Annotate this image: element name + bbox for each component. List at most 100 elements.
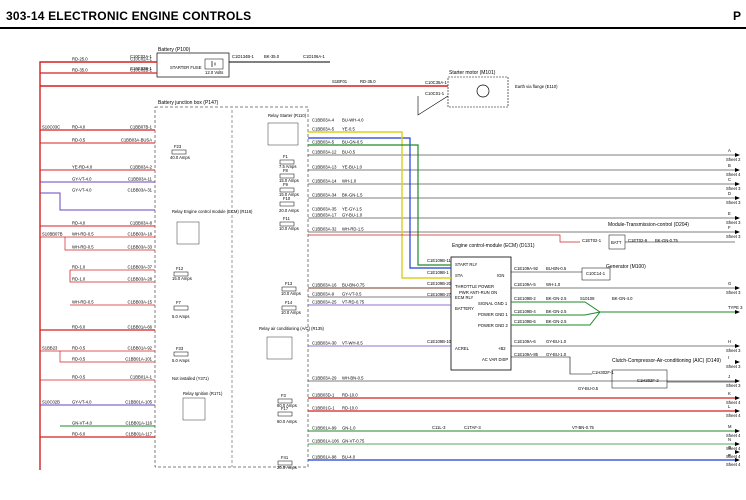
right-wire-15: RD-10.0 — [342, 393, 358, 398]
right-wire-5: WH-1.0 — [342, 179, 357, 184]
right-conn-13: C1BB03A-30 — [312, 341, 337, 346]
starter-motor-symbol — [476, 84, 490, 98]
fuse-f7-name: F7 — [176, 300, 182, 305]
fuse-labels: F23 40.0 Amps F1 7.5 Amps F8 15.0 Amps F… — [170, 144, 301, 470]
sheet-arrow-15 — [735, 450, 740, 454]
ecm-pin-0: START RLY — [455, 262, 477, 267]
wire-rd-28 — [69, 270, 155, 283]
sheet-num-9: Sheet 3 — [726, 364, 741, 369]
fuse-f8-name: F8 — [283, 168, 289, 173]
left-wire-14: RD-0.5 — [72, 346, 86, 351]
starter-earth: Earth via flange (E110) — [515, 84, 558, 89]
left-conn-0: C10C02A-1 — [130, 57, 153, 62]
sheet-letter-14: N — [728, 437, 731, 442]
sheet-arrow-9 — [735, 360, 740, 364]
battery: Battery (P100) STARTER FUSE 12.0 Volts C… — [130, 47, 326, 78]
relay-ac-title: Relay air conditioning (A/C) (R135) — [259, 326, 325, 331]
clutch-ac: Clutch-Compressor-Air-conditioning (AIC)… — [578, 358, 721, 391]
sheet-letter-5: F — [728, 225, 731, 230]
sheet-num-6: Sheet 3 — [726, 290, 741, 295]
left-wire-12: WH-RD-0.5 — [72, 300, 94, 305]
ecm-conn-10: C1E109A-6 — [514, 339, 536, 344]
relay-ecm: Relay Engine control module (ECM) (R116) — [172, 209, 253, 245]
wire-gy-vt-2 — [40, 192, 155, 211]
right-wire-7: YE-GY-1.5 — [342, 207, 363, 212]
fuse-f9-name: F9 — [283, 182, 289, 187]
tcm-short: BATT — [611, 240, 622, 245]
right-wire-19: BU-4.0 — [342, 455, 356, 460]
relay-ign-box — [182, 397, 206, 421]
sheet-arrow-6 — [735, 286, 740, 290]
generator: Generator (M100) C10C14-1 — [581, 264, 646, 281]
ecm-conn-6: C1E109B-2 — [514, 296, 536, 301]
sheet-arrow-10 — [735, 379, 740, 383]
battery-conn-2: C10C02B-1 — [130, 66, 153, 71]
right-conn-6: C1BB03A-34 — [312, 193, 337, 198]
right-wire-4: YE-BU-1.0 — [342, 165, 363, 170]
ecm-conn-12: S10108 — [580, 296, 595, 301]
ecm: Engine control-module (ECM) (D131) START… — [450, 243, 535, 371]
fuse-f3 — [277, 398, 293, 404]
ecm-wire-11: GY-BU-1.0 — [546, 352, 567, 357]
ecm-pin-11: +B2 — [498, 346, 506, 351]
relay-ignition: Relay Ignition (R171) — [182, 391, 223, 421]
fuse-f10 — [279, 201, 295, 207]
left-wire-16: RD-0.5 — [72, 375, 86, 380]
right-wire-11: GY-VT-0.5 — [342, 292, 362, 297]
ecm-pin-3: PWR ANTI-RUN ON — [459, 290, 497, 295]
left-conn-5: C1BB03A-11 — [128, 177, 153, 182]
fuse-f9 — [279, 187, 295, 193]
starter-title: Starter motor (M101) — [449, 70, 496, 76]
sheet-letter-15: O — [728, 445, 732, 450]
left-conn-2: C1BB07B-1 — [130, 125, 153, 130]
fuse-f12-amps: 15.0 Amps — [172, 276, 192, 281]
left-wire-19: RD-6.0 — [72, 432, 86, 437]
sheet-letter-0: A — [728, 148, 731, 153]
left-wire-5: GY-VT-4.0 — [72, 177, 92, 182]
left-wire-3: RD-0.5 — [72, 138, 86, 143]
left-splice-14: S1BB23 — [42, 346, 58, 351]
bjb-outline — [154, 106, 309, 468]
sheet-arrow-4 — [735, 216, 740, 220]
right-wire-10: BU-BN-0.75 — [342, 283, 365, 288]
battery-conn-4: C1D106A-1 — [303, 54, 326, 59]
left-wire-15: RD-0.5 — [72, 357, 86, 362]
relay-starter-box — [267, 122, 299, 146]
ecm-conn-4: C1E109A-92 — [514, 266, 539, 271]
clutch-conn-2: C1H302F-2 — [637, 378, 659, 383]
wire-starter-black — [417, 95, 449, 116]
sheet-arrow-14 — [735, 442, 740, 446]
relay-ac-box — [266, 336, 293, 360]
left-wire-11: RD-1.0 — [72, 277, 86, 282]
relay-ecm-title: Relay Engine control module (ECM) (R116) — [172, 209, 253, 214]
sheet-num-15: Sheet 4 — [726, 454, 741, 459]
page-ref: P — [733, 9, 742, 23]
clutch-conn-1: C1H302F-1 — [592, 370, 614, 375]
wire-blue-start — [308, 137, 451, 269]
sheet-letter-9: I — [728, 355, 729, 360]
fuse-f8-amps: 15.0 Amps — [279, 178, 299, 183]
left-conn-7: C1BB03A-8 — [130, 221, 153, 226]
tcm-conn-2: C1ET02-9 — [628, 238, 648, 243]
fuse-f14-amps: 10.0 Amps — [281, 310, 301, 315]
left-wire-18: GN-VT-4.0 — [72, 421, 93, 426]
ecm-conn-2: C1E109B-20 — [427, 281, 452, 286]
battery-box — [156, 52, 230, 78]
right-wire-0: BU-WH-4.0 — [342, 118, 364, 123]
starter-wire: RD-35.0 — [360, 79, 376, 84]
page-title: 303-14 ELECTRONIC ENGINE CONTROLS — [6, 9, 252, 23]
sheet-letter-2: C — [728, 177, 731, 182]
right-wire-16: RD-10.0 — [342, 406, 358, 411]
battery-title: Battery (P100) — [158, 47, 191, 53]
right-conn-3: C1BB03A-12 — [312, 150, 337, 155]
ecm-pin-12: AC VAR DISP — [482, 357, 508, 362]
right-conn-18: C1BB01A-106 — [312, 439, 339, 444]
fuse-f1-name: F1 — [283, 154, 289, 159]
starter-conn-2: C10C01-1 — [425, 91, 445, 96]
starter-motor: Starter motor (M101) C10C35A-1 C10C01-1 … — [332, 70, 558, 108]
ecm-conn-3: C1E109B-27 — [427, 292, 452, 297]
left-conn-4: C1BB03A-2 — [130, 165, 153, 170]
battery-cell — [204, 58, 224, 70]
fuse-f41-amps: 20.0 Amps — [277, 465, 297, 470]
